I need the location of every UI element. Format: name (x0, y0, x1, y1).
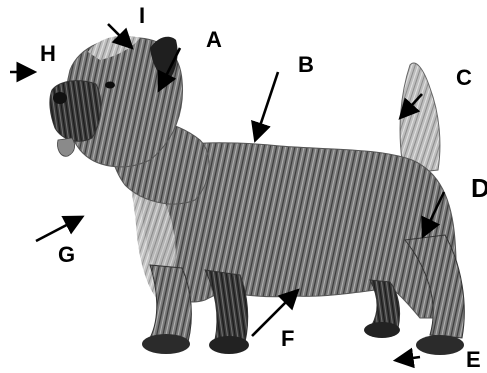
dog-nose (53, 92, 67, 104)
dog-eye (105, 82, 115, 89)
dog-front-leg (150, 265, 191, 342)
dog-hind-paw-back (364, 322, 400, 338)
label-a: A (206, 29, 222, 51)
label-i: I (139, 5, 145, 27)
dog-tail (400, 63, 440, 172)
label-c: C (456, 67, 472, 89)
dog-muzzle (50, 81, 101, 142)
label-f: F (281, 328, 294, 350)
dog-front-paw (142, 334, 190, 354)
arrow-g (36, 218, 80, 241)
arrow-e (398, 357, 420, 360)
label-d: D (471, 175, 487, 201)
dog-tongue (57, 138, 74, 156)
dog-front-leg-back (205, 270, 248, 342)
label-b: B (298, 54, 314, 76)
label-h: H (40, 43, 56, 65)
label-e: E (466, 349, 481, 371)
dog-front-paw-back (209, 336, 249, 354)
arrow-b (256, 72, 278, 138)
dog-hind-paw (416, 335, 464, 355)
label-g: G (58, 244, 75, 266)
